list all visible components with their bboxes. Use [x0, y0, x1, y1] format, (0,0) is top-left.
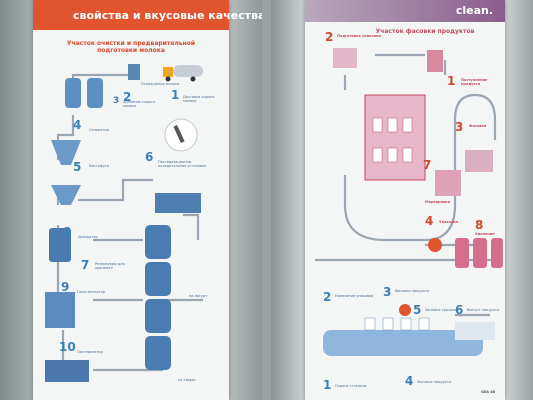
bottom-step-label: Выпуск продукта	[467, 308, 500, 312]
bottom-step-number: 6	[455, 303, 464, 317]
step-number: 2	[123, 90, 132, 104]
section-title: Участок очистки и предварительной подгот…	[51, 40, 211, 54]
output-tray-icon	[455, 322, 495, 340]
bottom-step-number: 5	[413, 303, 422, 317]
step-label: Доставка сырого молока	[183, 95, 215, 103]
seal-head-icon	[399, 304, 411, 316]
bottom-step-number: 1	[323, 378, 332, 392]
bottom-step-label: Подача стаканов	[335, 384, 367, 388]
bottom-step-number: 3	[383, 285, 392, 299]
step-number: 9	[61, 280, 70, 294]
step-label: Бактофуга	[89, 164, 109, 168]
stacked-cartons-icon	[465, 150, 493, 172]
step-label: Фасовка	[469, 124, 487, 128]
section-title: Участок фасовки продуктов	[375, 28, 475, 35]
bottom-step-label: Фасовка продукта	[395, 289, 430, 293]
step-label: Подготовка упаковки	[337, 34, 381, 38]
step-label: Сепаратор	[89, 128, 109, 132]
step-number: 7	[423, 158, 432, 172]
poster-banner: clean.	[305, 0, 505, 22]
step-label: Деаэратор	[78, 235, 98, 239]
right-poster-photo: clean. Участок фасовки продуктов	[271, 0, 533, 400]
section-title-line-2: подготовки молока	[97, 47, 165, 54]
step-number: 3	[113, 96, 120, 106]
bottom-step-number: 4	[405, 374, 414, 388]
step-number: 4	[425, 214, 434, 228]
bottom-pasteurizer-icon	[45, 360, 89, 382]
step-number: 1	[447, 74, 456, 88]
bactofuge-icon	[51, 185, 81, 205]
packaging-poster: clean. Участок фасовки продуктов	[305, 0, 505, 400]
step-label: Охлаждение молока	[141, 82, 180, 86]
arrow-label: на йогурт	[189, 294, 208, 298]
step-number: 10	[59, 340, 76, 354]
step-number: 8	[63, 225, 72, 239]
bottom-step-label: Нанесение упаковки	[335, 294, 374, 298]
milk-truck-icon	[163, 65, 203, 82]
step-number: 8	[475, 218, 484, 232]
step-label: Резервуары для хранения	[95, 262, 125, 270]
separator-icon	[51, 140, 81, 165]
bottom-step-number: 2	[323, 290, 332, 304]
packing-box-icon	[435, 170, 461, 196]
filling-machine-icon	[364, 94, 426, 181]
arrow-label: на творог	[178, 378, 196, 382]
carton-icon	[427, 50, 443, 72]
conveyor-machine-icon	[323, 330, 483, 356]
bottom-step-label: Фасовка продукта	[417, 380, 452, 384]
banner-text: свойства и вкусовые качества!	[73, 9, 262, 22]
pasteurizer-unit-icon	[155, 193, 201, 213]
process-diagram	[45, 64, 203, 382]
step-label: Упаковка	[439, 220, 459, 224]
step-label: Хранение сырого молока	[123, 100, 156, 108]
microscope-icon	[173, 124, 185, 144]
corner-code: GEA 48	[481, 390, 496, 394]
step-number: 7	[81, 258, 90, 272]
step-number: 6	[145, 150, 154, 164]
milk-cleaning-poster: свойства и вкусовые качества! Участок оч…	[33, 0, 262, 400]
step-number: 4	[73, 118, 82, 132]
step-number: 1	[171, 88, 180, 102]
step-number: 5	[73, 160, 82, 174]
deaerator-icon	[49, 228, 71, 262]
step-label: Маркировка	[425, 200, 451, 204]
step-label: Поступление продукта	[461, 78, 488, 86]
cooling-tank-icon	[128, 64, 140, 80]
step-label: Пастеризатор	[77, 350, 103, 354]
packaging-box-icon	[333, 48, 357, 68]
bottom-step-label: Запайка крышки	[425, 308, 457, 312]
step-number: 2	[325, 30, 334, 44]
packaging-diagram	[315, 48, 503, 356]
pump-icon	[428, 238, 442, 252]
banner-text: clean.	[455, 4, 493, 17]
homogenizer-icon	[45, 292, 75, 328]
section-title-line-1: Участок очистки и предварительной	[66, 40, 196, 47]
step-label: Пастеризационно-охладительная установка	[158, 160, 207, 168]
left-poster-photo: свойства и вкусовые качества! Участок оч…	[0, 0, 262, 400]
poster-banner: свойства и вкусовые качества!	[33, 0, 262, 30]
step-label: Хранение	[475, 232, 495, 236]
step-label: Гомогенизатор	[77, 290, 106, 294]
step-number: 3	[455, 120, 464, 134]
